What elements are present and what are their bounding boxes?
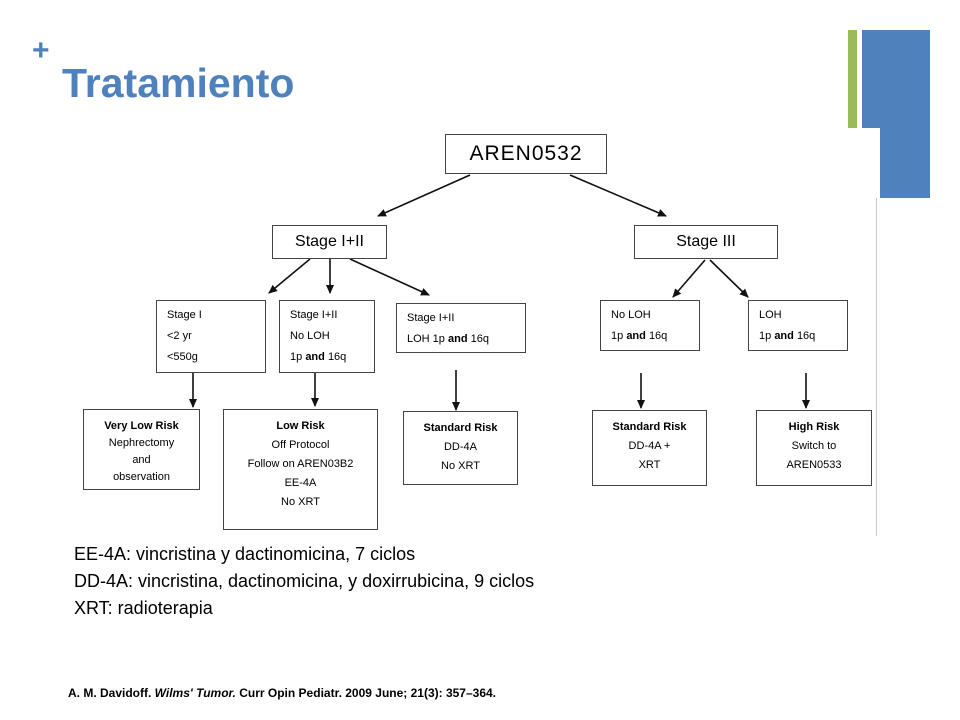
- abbreviation-notes: EE-4A: vincristina y dactinomicina, 7 ci…: [74, 541, 614, 622]
- root-box: AREN0532: [445, 134, 607, 174]
- result-box-standard-risk-2: Standard Risk DD-4A + XRT: [592, 410, 707, 486]
- result-line: and: [132, 454, 151, 466]
- criteria-line: Stage I+II: [290, 309, 338, 321]
- slide-title: Tratamiento: [62, 60, 295, 106]
- stage-a-box: Stage I+II: [272, 225, 387, 259]
- result-title: Low Risk: [276, 420, 325, 432]
- result-title: High Risk: [788, 421, 840, 433]
- arrow-stage-a-to-crit1: [268, 258, 311, 294]
- result-box-high-risk: High Risk Switch to AREN0533: [756, 410, 872, 486]
- criteria-box-2: Stage I+II No LOH 1p and 16q: [279, 300, 375, 373]
- diagram-frame-edge: [876, 198, 877, 536]
- criteria-line: Stage I+II: [407, 312, 455, 324]
- criteria-box-5: LOH 1p and 16q: [748, 300, 848, 351]
- result-line: DD-4A +: [628, 440, 671, 452]
- criteria-text: 1p: [759, 330, 772, 342]
- criteria-text: 1p: [611, 330, 624, 342]
- root-label: AREN0532: [469, 142, 583, 165]
- accent-bar-green: [848, 30, 857, 128]
- criteria-line: 1p and 16q: [290, 347, 374, 368]
- stage-a-label: Stage I+II: [295, 233, 364, 250]
- result-line: Off Protocol: [271, 439, 330, 451]
- criteria-and: and: [305, 351, 325, 363]
- criteria-text: 1p: [290, 351, 303, 363]
- arrow-stage-b-to-crit4: [672, 259, 706, 298]
- reference-source: Curr Opin Pediatr. 2009 June; 21(3): 357…: [235, 686, 497, 700]
- criteria-line: No LOH: [290, 330, 330, 342]
- criteria-box-3: Stage I+II LOH 1p and 16q: [396, 303, 526, 353]
- result-line: No XRT: [281, 496, 320, 508]
- criteria-box-4: No LOH 1p and 16q: [600, 300, 700, 351]
- result-title: Standard Risk: [612, 421, 687, 433]
- criteria-box-1: Stage I <2 yr <550g: [156, 300, 266, 373]
- criteria-line: LOH 1p and 16q: [407, 329, 525, 350]
- result-line: observation: [113, 471, 170, 483]
- result-line: DD-4A: [443, 441, 477, 453]
- arrow-stage-b-to-crit5: [709, 259, 749, 298]
- criteria-line: No LOH: [611, 309, 651, 321]
- criteria-line: 1p and 16q: [759, 326, 847, 347]
- criteria-text: 16q: [648, 330, 668, 342]
- result-line: Follow on AREN03B2: [247, 458, 354, 470]
- arrow-root-to-stage-b: [569, 174, 667, 217]
- reference-citation: A. M. Davidoff. Wilms' Tumor. Curr Opin …: [68, 686, 496, 700]
- result-line: No XRT: [441, 460, 480, 472]
- result-line: Nephrectomy: [108, 437, 175, 449]
- criteria-text: 16q: [327, 351, 347, 363]
- note-line: DD-4A: vincristina, dactinomicina, y dox…: [74, 571, 535, 591]
- reference-title: Wilms' Tumor.: [154, 686, 236, 700]
- criteria-and: and: [626, 330, 646, 342]
- result-box-low-risk: Low Risk Off Protocol Follow on AREN03B2…: [223, 409, 378, 530]
- criteria-and: and: [447, 333, 468, 345]
- criteria-text: LOH 1p: [407, 333, 445, 345]
- stage-b-label: Stage III: [676, 233, 736, 250]
- result-line: Switch to: [791, 440, 837, 452]
- criteria-line: <550g: [167, 351, 198, 363]
- criteria-text: 16q: [796, 330, 816, 342]
- stage-b-box: Stage III: [634, 225, 778, 259]
- criteria-line: 1p and 16q: [611, 326, 699, 347]
- reference-authors: A. M. Davidoff.: [68, 686, 155, 700]
- criteria-line: LOH: [759, 309, 782, 321]
- result-title: Very Low Risk: [104, 420, 179, 432]
- result-title: Standard Risk: [423, 422, 498, 434]
- result-line: EE-4A: [284, 477, 317, 489]
- criteria-and: and: [774, 330, 794, 342]
- criteria-text: 16q: [470, 333, 489, 345]
- result-box-standard-risk-1: Standard Risk DD-4A No XRT: [403, 411, 518, 485]
- plus-marker: +: [32, 34, 50, 67]
- note-line: XRT: radioterapia: [74, 598, 213, 618]
- criteria-line: Stage I: [167, 309, 202, 321]
- result-box-very-low-risk: Very Low Risk Nephrectomy and observatio…: [83, 409, 200, 490]
- result-line: XRT: [638, 459, 661, 471]
- note-line: EE-4A: vincristina y dactinomicina, 7 ci…: [74, 544, 416, 564]
- result-line: AREN0533: [786, 459, 842, 471]
- arrow-root-to-stage-a: [377, 174, 471, 217]
- arrow-stage-a-to-crit3: [349, 258, 430, 296]
- criteria-line: <2 yr: [167, 330, 192, 342]
